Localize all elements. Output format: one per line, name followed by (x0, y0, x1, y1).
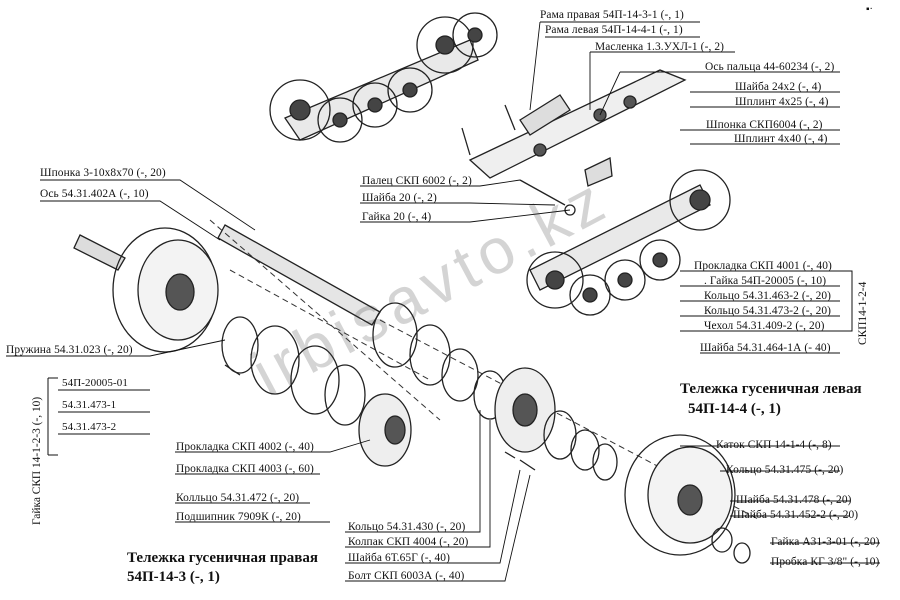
frame-rama (461, 69, 687, 216)
label-kolltso-472: Колльцо 54.31.472 (-, 20) (176, 492, 300, 504)
label-probka: Пробка КГ 3/8" (-, 10) (771, 556, 880, 568)
label-kolpak: Колпак СКП 4004 (-, 20) (348, 536, 469, 548)
label-koltso-473: Кольцо 54.31.473-2 (-, 20) (704, 305, 832, 317)
label-prokladka-4003: Прокладка СКП 4003 (-, 60) (176, 463, 314, 475)
label-koltso-463: Кольцо 54.31.463-2 (-, 20) (704, 290, 832, 302)
label-shponka-skp6004: Шпонка СКП6004 (-, 2) (706, 119, 823, 131)
label-prokladka-4001: Прокладка СКП 4001 (-, 40) (694, 260, 832, 272)
label-maslenka: Масленка 1.3.УХЛ-1 (-, 2) (595, 41, 725, 53)
label-katok: Каток СКП 14-1-4 (-, 8) (716, 439, 832, 451)
gaika-box-item: 54.31.473-2 (62, 421, 117, 433)
label-koltso-475: Кольцо 54.31.475 (-, 20) (726, 464, 844, 476)
gaika-box-frame (47, 377, 150, 456)
bogie-assembly-middle (526, 169, 731, 316)
bearing-stack-left (221, 316, 412, 467)
ring-stack-center (372, 302, 618, 481)
label-shaiba-6t: Шайба 6Т.65Г (-, 40) (348, 552, 450, 564)
leader-lines (6, 21, 880, 582)
gaika-box-item: 54П-20005-01 (62, 377, 128, 389)
gaika-box-item: 54.31.473-1 (62, 399, 117, 411)
label-chehol: Чехол 54.31.409-2 (-, 20) (704, 320, 825, 332)
roller-left (112, 227, 219, 353)
title-right-line2: 54П-14-3 (-, 1) (127, 569, 220, 585)
label-shaiba-478: Шайба 54.31.478 (-, 20) (736, 494, 852, 506)
label-gaika-20: Гайка 20 (-, 4) (362, 211, 432, 223)
label-podshipnik: Подшипник 7909К (-, 20) (176, 511, 301, 523)
roller-right (624, 434, 751, 564)
label-shplint-4x40: Шплинт 4х40 (-, 4) (734, 133, 828, 145)
label-shaiba-20: Шайба 20 (-, 2) (362, 192, 437, 204)
label-shplint-4x25: Шплинт 4х25 (-, 4) (735, 96, 829, 108)
axle (73, 224, 381, 326)
title-left-line1: Тележка гусеничная левая (680, 381, 862, 397)
title-left-line2: 54П-14-4 (-, 1) (688, 401, 781, 417)
skp-bracket (840, 270, 853, 332)
label-os-paltsa: Ось пальца 44-60234 (-, 2) (705, 61, 835, 73)
label-bolt: Болт СКП 6003А (-, 40) (348, 570, 465, 582)
bogie-assembly-top-left (269, 12, 498, 143)
label-gaika-20005: . Гайка 54П-20005 (-, 10) (704, 275, 827, 287)
label-palets: Палец СКП 6002 (-, 2) (362, 175, 472, 187)
label-shaiba-464: Шайба 54.31.464-1А (- 40) (700, 342, 831, 354)
label-os-54: Ось 54.31.402А (-, 10) (40, 188, 149, 200)
bolts (224, 364, 536, 471)
label-shponka-3: Шпонка 3-10х8х70 (-, 20) (40, 167, 166, 179)
label-rama-levaya: Рама левая 54П-14-4-1 (-, 1) (545, 24, 683, 36)
label-skp-side: СКП14-1-2-4 (857, 281, 869, 345)
label-pruzhina: Пружина 54.31.023 (-, 20) (6, 344, 133, 356)
assembly-axis (209, 219, 761, 521)
label-shaiba-452: Шайба 54.31.452-2 (-, 20) (733, 509, 859, 521)
label-rama-pravaya: Рама правая 54П-14-3-1 (-, 1) (540, 9, 684, 21)
label-prokladka-4002: Прокладка СКП 4002 (-, 40) (176, 441, 314, 453)
label-shaiba-24x2: Шайба 24х2 (-, 4) (735, 81, 822, 93)
corner-mark: ▪· (866, 4, 873, 15)
label-koltso-430: Кольцо 54.31.430 (-, 20) (348, 521, 466, 533)
label-gaika-box-side: Гайка СКП 14-1-2-3 (-, 10) (31, 396, 43, 525)
title-right-line1: Тележка гусеничная правая (127, 550, 319, 566)
label-gaika-a31: Гайка А31-3-01 (-, 20) (771, 536, 880, 548)
